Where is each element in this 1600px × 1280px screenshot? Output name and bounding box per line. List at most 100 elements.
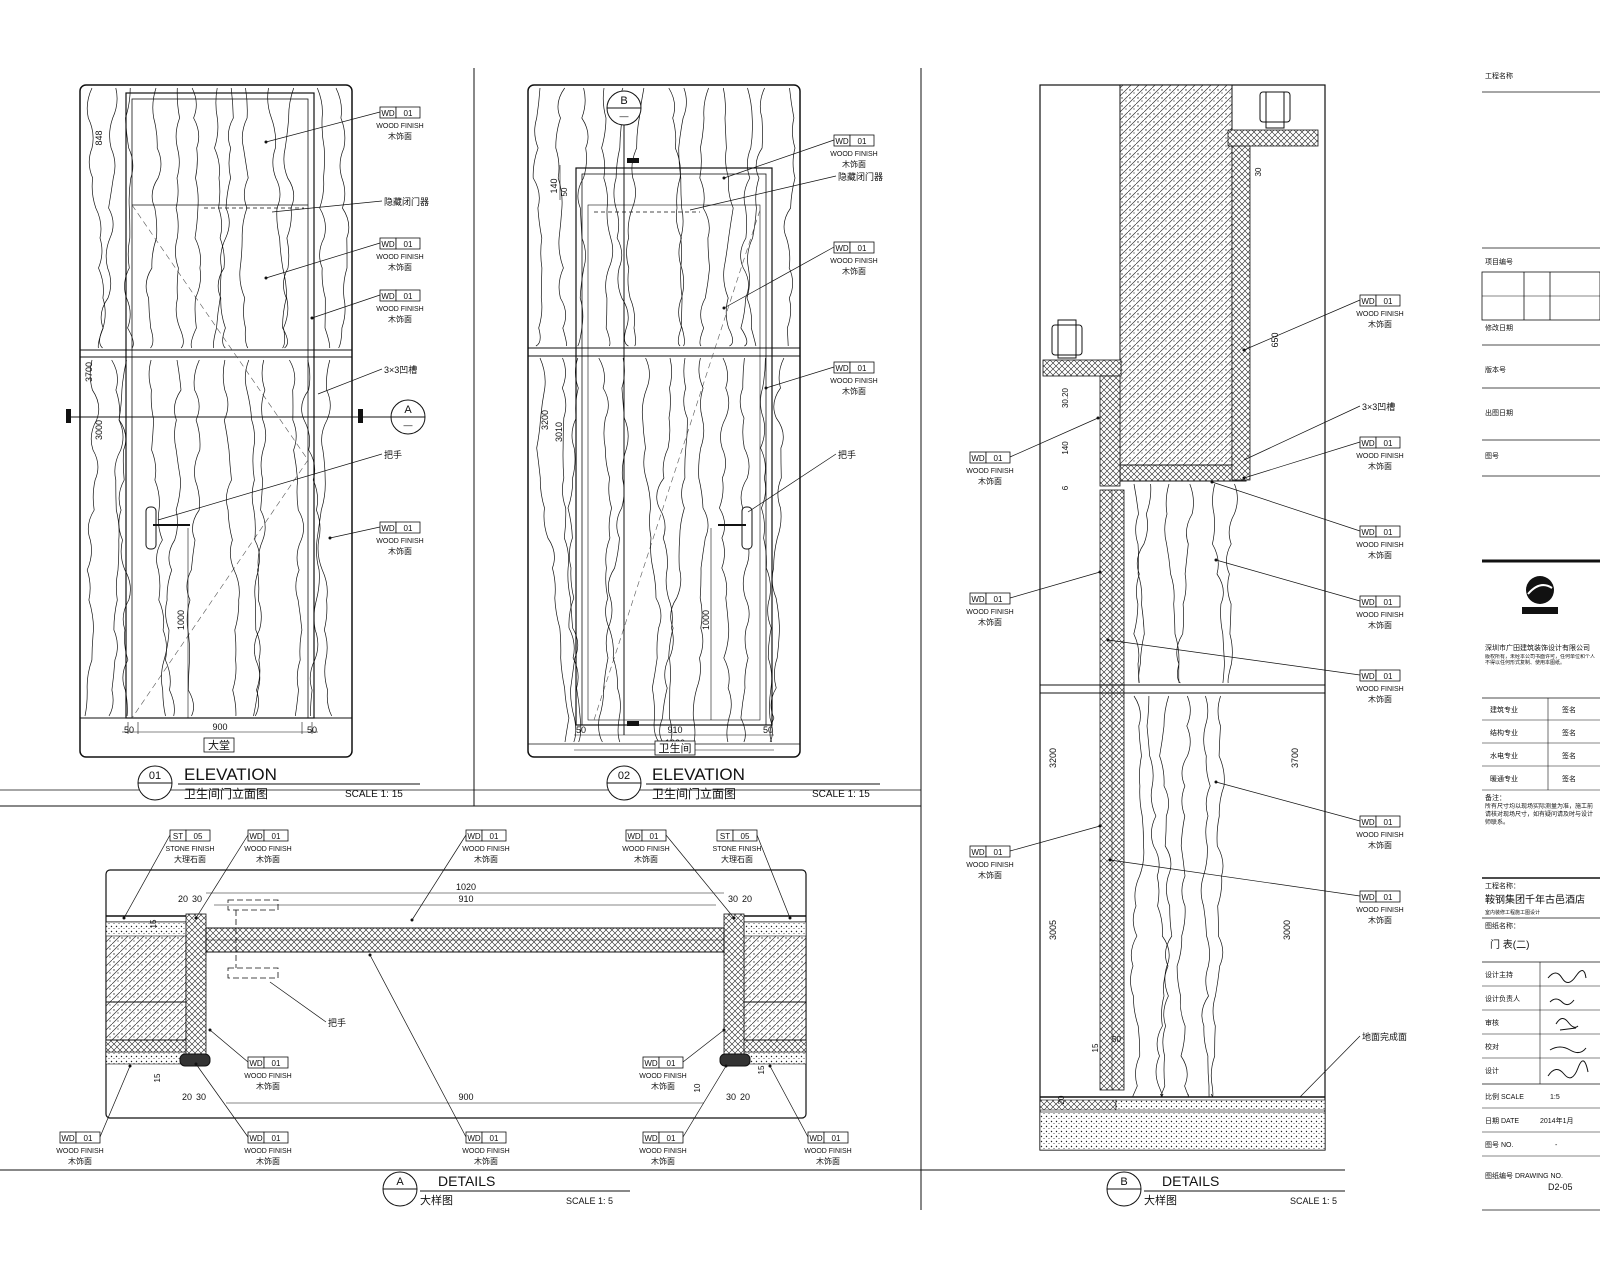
grain-line bbox=[659, 357, 688, 743]
tag-label: WOOD FINISH bbox=[1356, 612, 1403, 619]
leader-dot bbox=[368, 953, 372, 957]
detail-a-dim-bottom: 900 bbox=[458, 1092, 473, 1102]
tag-num-box bbox=[395, 289, 421, 302]
tag-num: 01 bbox=[490, 1134, 499, 1143]
tag-label: WOOD FINISH bbox=[639, 1148, 686, 1155]
tag-num-box bbox=[263, 1056, 289, 1069]
tag-num: 01 bbox=[1384, 297, 1393, 306]
leader-line bbox=[1299, 1035, 1361, 1098]
svg-text:02: 02 bbox=[618, 770, 630, 782]
tag-num: 01 bbox=[1384, 672, 1393, 681]
company-logo bbox=[1522, 576, 1558, 614]
grain-line bbox=[699, 87, 710, 347]
grain-line bbox=[186, 359, 201, 717]
svg-text:签名: 签名 bbox=[1562, 751, 1576, 760]
leader-dot bbox=[208, 1028, 212, 1032]
tag-num: 01 bbox=[84, 1134, 93, 1143]
tag-cn: 木饰面 bbox=[816, 1156, 840, 1166]
leader-line bbox=[1009, 571, 1101, 599]
grain-line bbox=[561, 357, 579, 743]
tag-num-box bbox=[263, 1131, 289, 1144]
tb-row-2: 修改日期 bbox=[1485, 323, 1513, 332]
tag-num-box bbox=[985, 845, 1011, 858]
svg-text:3000: 3000 bbox=[1282, 920, 1292, 940]
elev01-dim-total: 3700 bbox=[84, 362, 94, 382]
grain-line bbox=[1226, 483, 1238, 684]
grain-line bbox=[1146, 695, 1170, 1097]
tag-num: 01 bbox=[1384, 818, 1393, 827]
grain-line bbox=[536, 357, 570, 743]
tag-num-box bbox=[481, 1131, 507, 1144]
svg-text:校对: 校对 bbox=[1485, 1042, 1499, 1051]
tag-label: WOOD FINISH bbox=[830, 151, 877, 158]
tag-code: WD bbox=[809, 1134, 823, 1143]
leader-line bbox=[369, 954, 467, 1138]
elevation-title-02: 02 ELEVATION 卫生间门立面图 SCALE 1: 15 bbox=[474, 765, 921, 801]
svg-text:15: 15 bbox=[149, 919, 158, 928]
grain-line bbox=[692, 357, 709, 743]
leader-dot bbox=[722, 306, 726, 310]
tag-code: WD bbox=[1361, 439, 1375, 448]
panel-dividers bbox=[0, 68, 1345, 1210]
svg-text:50: 50 bbox=[1112, 1035, 1121, 1044]
svg-text:3700: 3700 bbox=[1290, 748, 1300, 768]
leader-dot bbox=[732, 916, 736, 920]
leader-dot bbox=[122, 916, 126, 920]
leader-line bbox=[1215, 559, 1361, 602]
leader-line bbox=[411, 834, 467, 921]
svg-text:10: 10 bbox=[693, 1083, 702, 1092]
detail-title: DETAILS bbox=[438, 1173, 495, 1189]
svg-text:20: 20 bbox=[178, 894, 188, 904]
leader-line bbox=[317, 368, 383, 395]
tag-num: 01 bbox=[994, 595, 1003, 604]
svg-text:A: A bbox=[396, 1176, 404, 1188]
svg-text:30: 30 bbox=[728, 894, 738, 904]
grain-line bbox=[84, 359, 100, 717]
tag-cn: 大理石面 bbox=[721, 854, 753, 864]
grain-line bbox=[601, 87, 614, 347]
tag-num: 01 bbox=[858, 364, 867, 373]
tag-num: 01 bbox=[1384, 893, 1393, 902]
tag-code: WD bbox=[1361, 893, 1375, 902]
tag-code: WD bbox=[835, 244, 849, 253]
tag-num-box bbox=[1375, 595, 1401, 608]
grain-line bbox=[1164, 483, 1181, 684]
tag-code: WD bbox=[467, 832, 481, 841]
grain-line bbox=[1200, 695, 1211, 1097]
tag-label: WOOD FINISH bbox=[1356, 311, 1403, 318]
tag-num: 01 bbox=[272, 1134, 281, 1143]
project-sub: 室内装修工程施工图设计 bbox=[1485, 909, 1540, 916]
callout-text: 地面完成面 bbox=[1362, 1031, 1407, 1042]
tag-code: WD bbox=[381, 109, 395, 118]
tag-label: WOOD FINISH bbox=[1356, 907, 1403, 914]
svg-text:01: 01 bbox=[149, 770, 161, 782]
tag-cn: 木饰面 bbox=[474, 1156, 498, 1166]
leader-line bbox=[682, 1029, 725, 1063]
tag-num: 01 bbox=[1384, 598, 1393, 607]
tb-row-1: 项目编号 bbox=[1485, 257, 1513, 266]
tag-cn: 木饰面 bbox=[1368, 840, 1392, 850]
grain-line bbox=[613, 87, 629, 347]
tag-num: 01 bbox=[1384, 528, 1393, 537]
callout-text: 把手 bbox=[838, 449, 856, 460]
tag-label: STONE FINISH bbox=[166, 846, 215, 853]
tag-num-box bbox=[1375, 669, 1401, 682]
callout-text: 隐藏闭门器 bbox=[384, 196, 429, 207]
grain-line bbox=[769, 357, 785, 743]
leader-dot bbox=[328, 536, 332, 540]
grain-line bbox=[641, 357, 662, 743]
grain-line bbox=[301, 359, 333, 717]
leader-line bbox=[723, 139, 835, 179]
tag-num-box bbox=[185, 829, 211, 842]
tag-label: WOOD FINISH bbox=[462, 1148, 509, 1155]
grain-line bbox=[722, 87, 734, 347]
tag-num: 01 bbox=[650, 832, 659, 841]
leader-dot bbox=[1214, 558, 1218, 562]
grain-line bbox=[97, 87, 118, 349]
svg-text:3200: 3200 bbox=[1048, 748, 1058, 768]
tag-cn: 木饰面 bbox=[1368, 694, 1392, 704]
grain-line bbox=[1133, 483, 1145, 684]
tag-cn: 木饰面 bbox=[388, 314, 412, 324]
tb-row-3: 版本号 bbox=[1485, 365, 1506, 374]
tag-label: WOOD FINISH bbox=[244, 1148, 291, 1155]
